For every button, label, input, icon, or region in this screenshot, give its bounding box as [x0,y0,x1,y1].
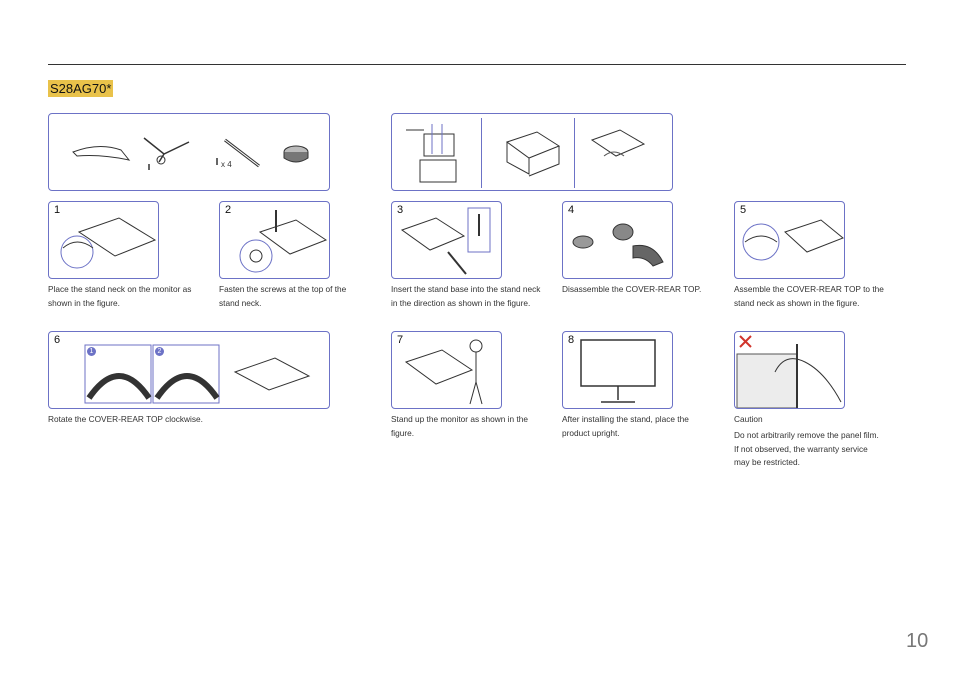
step-8-illustration [580,339,656,403]
packing-divider-2 [574,118,575,188]
step-6-panel: 6 1 2 [48,331,330,409]
step-2-illustration [239,210,328,273]
step-6-number: 6 [54,334,61,346]
step-1-illustration [60,217,157,269]
step-7-caption: Stand up the monitor as shown in the fig… [391,414,528,438]
caution-title: Caution [734,414,763,424]
step-7-number: 7 [397,334,404,346]
step-2-panel: 2 [219,201,330,279]
step-5-caption: Assemble the COVER-REAR TOP to the stand… [734,284,884,308]
step-6-illustration [84,344,311,404]
step-5-number: 5 [740,204,747,216]
model-label: S28AG70* [48,80,114,97]
step-6-sub-2: 2 [155,347,164,356]
step-4-number: 4 [568,204,575,216]
step-6-caption: Rotate the COVER-REAR TOP clockwise. [48,414,203,424]
step-8-caption: After installing the stand, place the pr… [562,414,689,438]
caution-panel [734,331,845,409]
step-2-number: 2 [225,204,232,216]
warning-x-icon [739,335,752,348]
screw-qty-label: x 4 [221,160,232,169]
step-1-caption: Place the stand neck on the monitor as s… [48,284,192,308]
step-3-panel: 3 [391,201,502,279]
step-8-panel: 8 [562,331,673,409]
parts-illustration [72,137,309,170]
step-3-number: 3 [397,204,404,216]
parts-panel: x 4 [48,113,330,191]
step-1-number: 1 [54,204,61,216]
step-4-caption: Disassemble the COVER-REAR TOP. [562,284,702,294]
step-3-illustration [400,207,491,275]
step-4-illustration [572,223,664,267]
step-8-number: 8 [568,334,575,346]
step-5-illustration [742,219,844,261]
step-4-panel: 4 [562,201,673,279]
step-5-panel: 5 [734,201,845,279]
packing-panel [391,113,673,191]
step-2-caption: Fasten the screws at the top of the stan… [219,284,347,308]
packing-divider-1 [481,118,482,188]
step-1-panel: 1 [48,201,159,279]
step-3-caption: Insert the stand base into the stand nec… [391,284,541,308]
step-7-panel: 7 [391,331,502,409]
page-number: 10 [906,630,929,652]
packing-illustration [406,124,646,183]
step-6-sub-1: 1 [87,347,96,356]
step-7-illustration [404,339,483,405]
caution-text: Do not arbitrarily remove the panel film… [734,430,879,467]
header-rule [48,64,906,65]
caution-illustration [736,335,842,408]
